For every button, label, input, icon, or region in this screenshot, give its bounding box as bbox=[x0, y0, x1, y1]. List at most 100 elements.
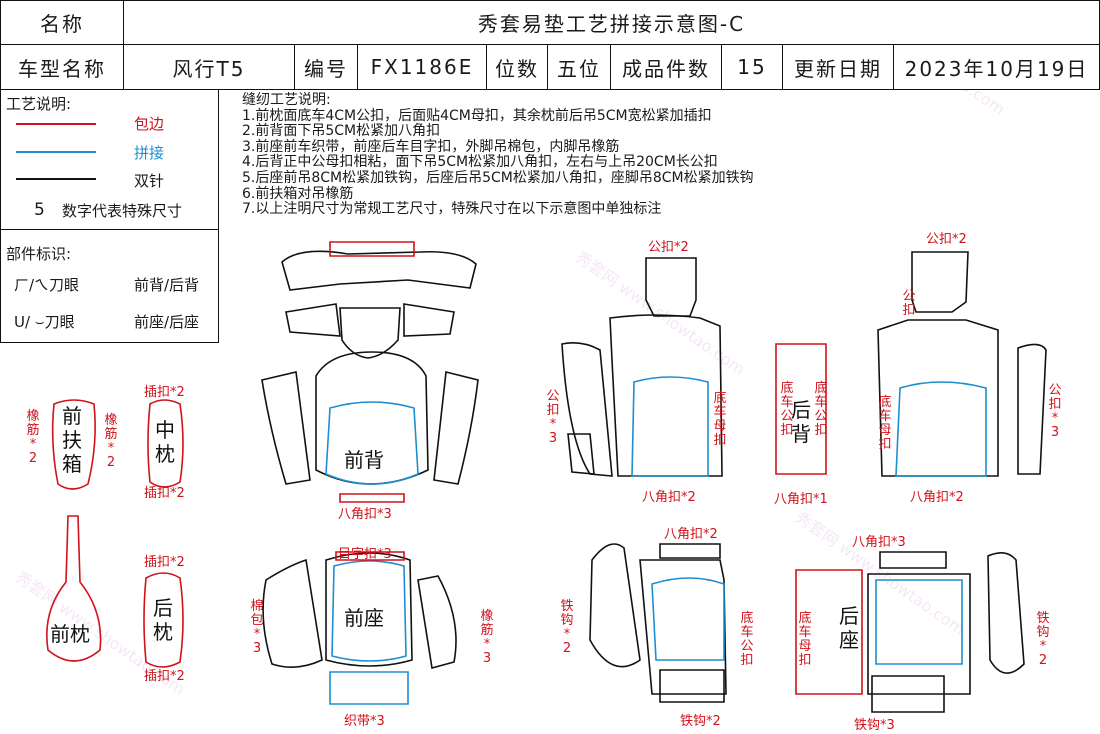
legend-double-label: 双针 bbox=[134, 172, 165, 190]
rear-back-label: 后背 bbox=[791, 398, 811, 446]
rear-seat-left-side bbox=[589, 543, 641, 668]
model-label-cell: 车型名称 bbox=[0, 44, 124, 90]
rear-seat-right-side bbox=[987, 552, 1025, 674]
rear-back-middle-piece bbox=[775, 343, 827, 475]
annotation-oct: 八角扣*2 bbox=[664, 527, 718, 542]
rear-seat-right-main bbox=[867, 573, 971, 695]
knife-back-desc: 前背/后背 bbox=[134, 276, 200, 294]
rear-seat-left-front-flap bbox=[659, 669, 725, 703]
annotation-hook: 铁钩*2 bbox=[1036, 611, 1050, 668]
annotation-bottom-female: 底车母扣 bbox=[878, 395, 892, 452]
rear-seat-label: 后座 bbox=[839, 604, 859, 652]
seat-value-cell: 五位 bbox=[547, 44, 611, 90]
sewing-note-line: 6.前扶箱对吊橡筋 bbox=[242, 185, 354, 202]
front-back-top-piece bbox=[281, 250, 477, 291]
annotation-oct: 八角扣*3 bbox=[338, 507, 392, 522]
annotation-cotton: 棉包*3 bbox=[250, 599, 264, 656]
knife-seat-symbol: U/ ⌣刀眼 bbox=[14, 313, 75, 331]
annotation-elastic: 橡筋*2 bbox=[26, 409, 40, 466]
annotation-insert: 插扣*2 bbox=[144, 669, 185, 684]
annotation-insert: 插扣*2 bbox=[144, 555, 185, 570]
annotation-oct: 八角扣*1 bbox=[774, 492, 828, 507]
legend-edge-label: 包边 bbox=[134, 115, 165, 133]
legend-splice-label: 拼接 bbox=[134, 144, 165, 162]
front-back-headrest-piece bbox=[329, 241, 415, 257]
rear-back-right-headrest bbox=[911, 251, 969, 313]
annotation-bottom-male: 底车公扣 bbox=[814, 381, 828, 438]
legend-title: 工艺说明: bbox=[6, 95, 72, 113]
rear-seat-right-left-block bbox=[795, 569, 863, 695]
annotation-bottom-male: 底车公扣 bbox=[740, 611, 754, 668]
front-back-label: 前背 bbox=[344, 448, 384, 472]
rear-seat-right-front-flap bbox=[871, 675, 945, 713]
annotation-insert: 插扣*2 bbox=[144, 385, 185, 400]
seat-label-cell: 位数 bbox=[486, 44, 548, 90]
front-seat-label: 前座 bbox=[344, 606, 384, 630]
annotation-oct: 八角扣*2 bbox=[642, 490, 696, 505]
sewing-note-line: 2.前背面下吊5CM松紧加八角扣 bbox=[242, 123, 441, 140]
annotation-male: 公扣*2 bbox=[926, 232, 967, 247]
model-value-cell: 风行T5 bbox=[123, 44, 295, 90]
front-seat-main bbox=[325, 552, 413, 667]
sewing-notes: 缝纫工艺说明: 1.前枕面底车4CM公扣，后面贴4CM母扣，其余枕前后吊5CM宽… bbox=[242, 92, 754, 218]
front-seat-front-flap bbox=[329, 671, 409, 705]
update-value-cell: 2023年10月19日 bbox=[893, 44, 1100, 90]
annotation-insert: 插扣*2 bbox=[144, 486, 185, 501]
front-back-bottom-strip bbox=[339, 493, 405, 503]
rear-back-left-splice bbox=[631, 376, 709, 477]
annotation-bottom-female: 底车母扣 bbox=[713, 391, 727, 448]
front-seat-right-side bbox=[417, 575, 457, 670]
count-label-cell: 成品件数 bbox=[610, 44, 722, 90]
sewing-note-line: 7.以上注明尺寸为常规工艺尺寸，特殊尺寸在以下示意图中单独标注 bbox=[242, 201, 662, 218]
legend-size-number: 5 bbox=[34, 200, 45, 220]
rear-back-left-main bbox=[609, 314, 723, 477]
rear-seat-left-top-strip bbox=[659, 543, 721, 559]
count-value-cell: 15 bbox=[721, 44, 783, 90]
annotation-webbing: 织带*3 bbox=[344, 714, 385, 729]
code-label-cell: 编号 bbox=[294, 44, 358, 90]
knife-back-symbol: ㄏ/ㄟ刀眼 bbox=[14, 276, 80, 294]
rear-back-left-side-a bbox=[561, 342, 613, 477]
front-seat-left-side bbox=[262, 558, 323, 668]
front-back-left-side bbox=[261, 371, 311, 485]
rear-back-right-splice bbox=[895, 381, 987, 477]
front-armrest-label: 前扶箱 bbox=[62, 404, 82, 476]
rear-pillow-piece bbox=[143, 572, 184, 668]
annotation-elastic: 橡筋*3 bbox=[480, 609, 494, 666]
annotation-male: 公扣*3 bbox=[1048, 383, 1062, 440]
knife-seat-desc: 前座/后座 bbox=[134, 313, 200, 331]
front-pillow-piece bbox=[46, 515, 102, 662]
annotation-eye: 目字扣*3 bbox=[338, 547, 392, 562]
annotation-male-short: 公扣 bbox=[902, 289, 916, 318]
rear-back-left-side-b bbox=[567, 433, 595, 475]
sewing-note-line: 4.后背正中公母扣相粘，面下吊5CM松紧加八角扣，左右与上吊20CM长公扣 bbox=[242, 154, 718, 171]
sewing-note-line: 3.前座前车织带，前座后车目字扣，外脚吊棉包，内脚吊橡筋 bbox=[242, 138, 620, 155]
rear-back-right-side-a bbox=[1017, 343, 1047, 475]
annotation-hook: 铁钩*2 bbox=[560, 599, 574, 656]
annotation-elastic: 橡筋*2 bbox=[104, 413, 118, 470]
front-seat-top-strip bbox=[335, 551, 405, 561]
front-pillow-label: 前枕 bbox=[50, 622, 90, 646]
annotation-bottom-female: 底车母扣 bbox=[798, 611, 812, 668]
name-label-cell: 名称 bbox=[0, 0, 124, 45]
rear-back-right-main bbox=[877, 319, 999, 477]
rear-seat-right-splice bbox=[875, 579, 963, 665]
front-seat-splice bbox=[331, 560, 407, 662]
front-back-main-splice bbox=[325, 401, 419, 485]
sewing-note-line: 1.前枕面底车4CM公扣，后面贴4CM母扣，其余枕前后吊5CM宽松紧加插扣 bbox=[242, 107, 712, 124]
code-value-cell: FX1186E bbox=[357, 44, 487, 90]
rear-seat-left-main bbox=[639, 559, 727, 695]
annotation-oct: 八角扣*2 bbox=[910, 490, 964, 505]
rear-seat-right-top-strip bbox=[879, 551, 947, 569]
middle-pillow-piece bbox=[147, 399, 184, 488]
front-armrest-piece bbox=[51, 399, 96, 490]
rear-back-left-headrest bbox=[645, 257, 697, 317]
legend-size-desc: 数字代表特殊尺寸 bbox=[62, 202, 183, 220]
rear-seat-left-splice bbox=[651, 577, 725, 661]
sewing-notes-title: 缝纫工艺说明: bbox=[242, 92, 331, 108]
sewing-note-line: 5.后座前吊8CM松紧加铁钩，后座后吊5CM松紧加八角扣，座脚吊8CM松紧加铁钩 bbox=[242, 169, 754, 186]
annotation-hook: 铁钩*3 bbox=[854, 718, 895, 733]
front-back-left-wing bbox=[285, 303, 341, 337]
front-back-right-side bbox=[433, 371, 479, 485]
